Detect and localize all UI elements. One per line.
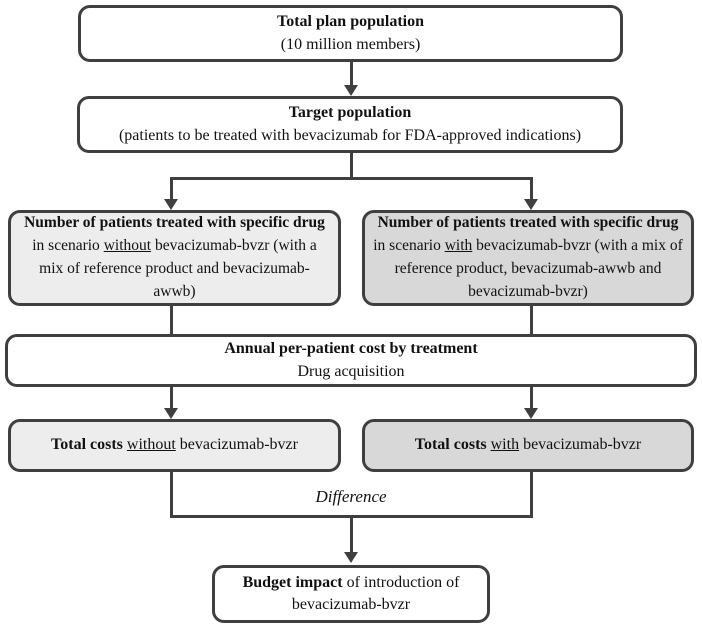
arrowhead-down-icon xyxy=(344,552,358,563)
node-subtitle: Drug acquisition xyxy=(297,362,405,380)
bold-run: Total costs xyxy=(51,436,123,454)
arrowhead-down-icon xyxy=(524,199,538,210)
node-text: Total costs with bevacizumab-bvzr xyxy=(415,434,641,456)
node-text: Total costs without bevacizumab-bvzr xyxy=(51,434,298,456)
node-title: Target population xyxy=(289,102,412,124)
text-run: bevacizumab-bvzr xyxy=(175,436,298,454)
bold-run: Number of patients treated with specific… xyxy=(24,214,325,232)
text-run: in scenario xyxy=(373,237,445,255)
arrowhead-down-icon xyxy=(524,408,538,419)
node-subtitle: (patients to be treated with bevacizumab… xyxy=(118,126,582,144)
connector-line xyxy=(349,153,353,180)
node-patients-without-bvzr: Number of patients treated with specific… xyxy=(8,210,341,306)
difference-label: Difference xyxy=(315,487,387,506)
node-title: Annual per-patient cost by treatment xyxy=(224,338,477,360)
arrowhead-down-icon xyxy=(164,408,178,419)
connector-line xyxy=(529,177,533,199)
text-run: in scenario xyxy=(32,237,104,255)
node-total-costs-without: Total costs without bevacizumab-bvzr xyxy=(8,419,341,472)
node-text: Number of patients treated with specific… xyxy=(373,212,683,303)
node-title-text: Total plan population xyxy=(276,13,425,31)
connector-line xyxy=(169,305,173,335)
bold-run: Number of patients treated with specific… xyxy=(377,214,679,232)
bold-run: Budget impact xyxy=(242,573,343,591)
text-run: bevacizumab-bvzr (with a mix of referenc… xyxy=(39,237,317,300)
node-title-text: Annual per-patient cost by treatment xyxy=(224,340,478,358)
connector-line xyxy=(169,471,173,518)
text-run: of introduction of bevacizumab-bvzr xyxy=(291,573,460,613)
node-total-costs-with: Total costs with bevacizumab-bvzr xyxy=(362,419,694,472)
connector-line xyxy=(169,386,173,408)
underline-run: without xyxy=(126,436,176,454)
connector-line xyxy=(529,305,533,335)
node-title-text: Target population xyxy=(288,104,412,122)
connector-line xyxy=(529,471,533,518)
node-text: Number of patients treated with specific… xyxy=(19,212,330,303)
node-subtitle: (10 million members) xyxy=(280,35,421,53)
node-annual-cost: Annual per-patient cost by treatment Dru… xyxy=(5,334,697,387)
text-run: bevacizumab-bvzr xyxy=(519,436,642,454)
arrowhead-down-icon xyxy=(344,85,358,96)
arrowhead-down-icon xyxy=(164,199,178,210)
node-title: Total plan population xyxy=(277,11,424,33)
connector-line xyxy=(529,386,533,408)
node-target-population: Target population (patients to be treate… xyxy=(77,96,623,153)
node-patients-with-bvzr: Number of patients treated with specific… xyxy=(362,210,694,306)
text-run: bevacizumab-bvzr (with a mix of referenc… xyxy=(394,237,683,300)
underline-run: with xyxy=(444,237,473,255)
connector-line xyxy=(349,62,353,86)
connector-line xyxy=(169,177,533,180)
bold-run: Total costs xyxy=(414,436,487,454)
node-budget-impact: Budget impact of introduction of bevaciz… xyxy=(212,565,490,623)
node-total-plan-population: Total plan population (10 million member… xyxy=(78,5,623,62)
connector-line xyxy=(169,177,173,199)
underline-run: without xyxy=(103,237,152,255)
connector-line xyxy=(349,515,353,552)
underline-run: with xyxy=(490,436,520,454)
node-text: Budget impact of introduction of bevaciz… xyxy=(225,572,477,616)
